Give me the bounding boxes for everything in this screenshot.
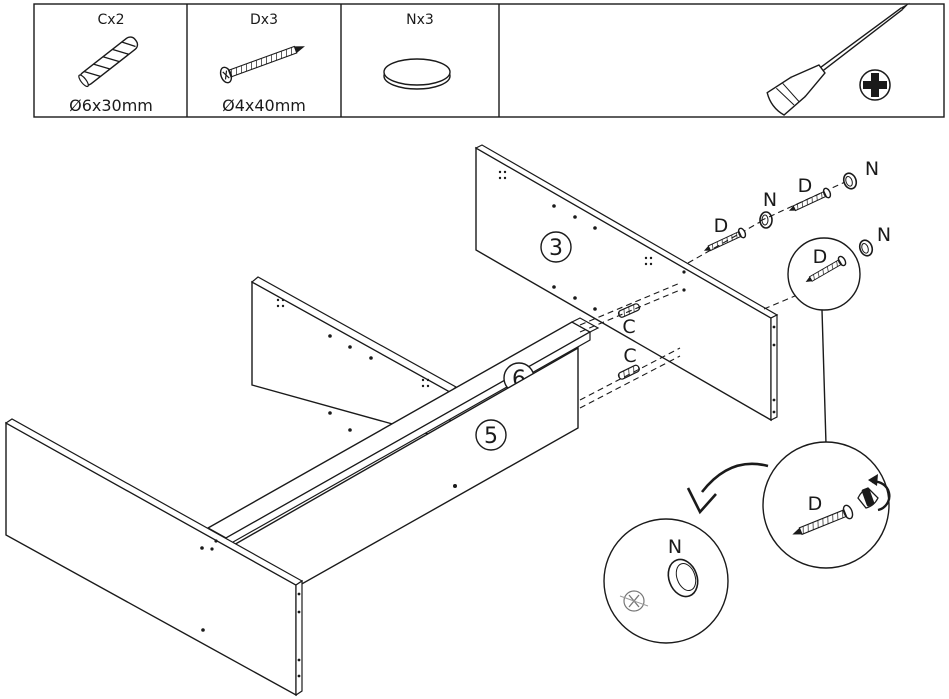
cap-label-large: N: [668, 536, 682, 558]
screw-qty-label: Dx3: [250, 12, 278, 28]
screw-label-1: D: [714, 215, 729, 237]
parts-cell-cap: Nx3: [383, 12, 451, 90]
screw-label-detail: D: [813, 246, 828, 268]
phillips-head-icon: [859, 69, 891, 101]
parts-cell-screw: Dx3 Ø4x40mm: [219, 12, 306, 115]
screw-group-1: D N: [687, 189, 777, 264]
screwdriver-icon: [766, 2, 910, 116]
screwdriver-tip-icon: [857, 474, 891, 512]
panel-5-number-badge: [475, 419, 507, 451]
dowel-icon: [78, 36, 139, 88]
parts-table-frame: [33, 3, 945, 118]
cap-n-detail: [856, 237, 876, 259]
screw-label-2: D: [798, 175, 813, 197]
screw-head-icon: [619, 590, 649, 612]
parts-table: Cx2 Ø6x30mm Dx3 Ø4x40mm Nx3: [33, 2, 945, 118]
screw-d-large: [792, 504, 854, 536]
side-panel: [4, 418, 304, 697]
cap-label-2: N: [865, 158, 879, 180]
parts-cell-dowel: Cx2 Ø6x30mm: [69, 12, 153, 115]
cap-label-1: N: [763, 189, 777, 211]
cap-n-2: [840, 170, 860, 192]
panel-5-number: 5: [484, 424, 498, 449]
dowel-group-lower: C: [579, 345, 681, 409]
cap-n-large: [667, 558, 699, 598]
screw-label-large: D: [808, 493, 823, 515]
dowel-label-lower: C: [623, 345, 636, 367]
detail-callout-left: N: [603, 518, 729, 644]
detail-callout-right: D: [762, 441, 891, 569]
dowel-qty-label: Cx2: [98, 12, 125, 28]
dowel-dimension-label: Ø6x30mm: [69, 96, 153, 115]
cap-icon: [383, 58, 451, 90]
panel-3-number-badge: [540, 231, 572, 263]
dowel-group-upper: C: [579, 282, 681, 338]
cap-label-detail: N: [877, 224, 891, 246]
curved-arrow-icon: [686, 462, 769, 515]
panel-3-number: 3: [549, 236, 563, 261]
cap-qty-label: Nx3: [406, 12, 434, 28]
panel-3: 3: [474, 144, 779, 422]
screw-icon: [219, 45, 305, 84]
detail-callout-top: D N: [763, 224, 891, 445]
screw-group-2: D N: [759, 158, 879, 222]
screw-dimension-label: Ø4x40mm: [222, 96, 306, 115]
dowel-label-upper: C: [622, 316, 635, 338]
